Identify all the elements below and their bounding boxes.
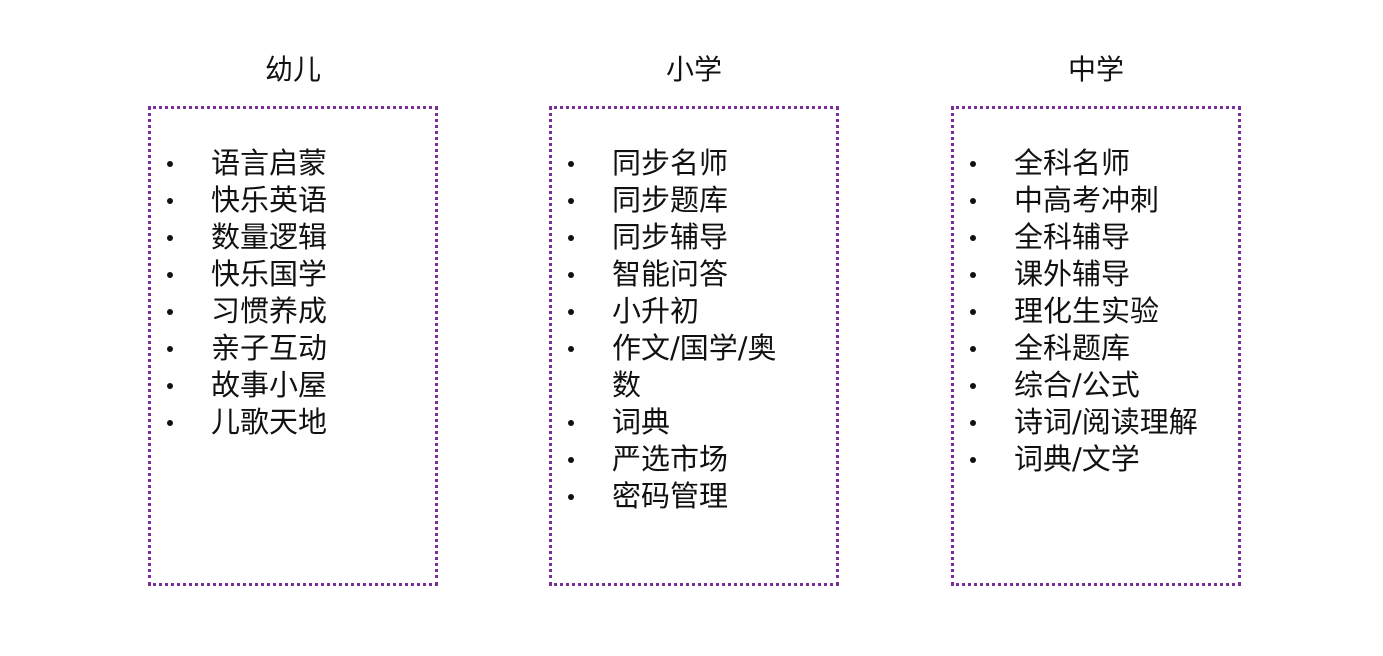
list-item-label: 儿歌天地	[211, 405, 328, 439]
category-box: 全科名师 中高考冲刺 全科辅导 课外辅导 理化生实验 全科题库 综合/公式 诗词…	[951, 106, 1241, 586]
list-item-label: 快乐国学	[211, 257, 328, 291]
item-list: 全科名师 中高考冲刺 全科辅导 课外辅导 理化生实验 全科题库 综合/公式 诗词…	[954, 109, 1238, 478]
bullet-icon	[568, 161, 574, 167]
list-item: 小升初	[552, 293, 836, 330]
column-title: 中学	[1067, 53, 1124, 86]
list-item-label: 词典	[612, 405, 671, 439]
list-item: 课外辅导	[954, 256, 1238, 293]
bullet-icon	[167, 198, 173, 204]
bullet-icon	[568, 309, 574, 315]
bullet-icon	[568, 235, 574, 241]
list-item: 词典	[552, 404, 836, 441]
list-item-label: 诗词/阅读理解	[1014, 405, 1198, 439]
list-item: 同步辅导	[552, 219, 836, 256]
list-item-label: 全科名师	[1014, 146, 1131, 180]
list-item: 快乐英语	[151, 182, 435, 219]
list-item: 习惯养成	[151, 293, 435, 330]
column-title: 小学	[665, 53, 722, 86]
list-item-label: 同步辅导	[612, 220, 729, 254]
list-item-label: 故事小屋	[211, 368, 328, 402]
bullet-icon	[568, 420, 574, 426]
item-list: 同步名师 同步题库 同步辅导 智能问答 小升初 作文/国学/奥数 词典 严选市场…	[552, 109, 836, 515]
bullet-icon	[970, 309, 976, 315]
category-box: 语言启蒙 快乐英语 数量逻辑 快乐国学 习惯养成 亲子互动 故事小屋 儿歌天地	[148, 106, 438, 586]
list-item: 数量逻辑	[151, 219, 435, 256]
bullet-icon	[970, 235, 976, 241]
list-item-label: 作文/国学/奥数	[612, 331, 777, 402]
list-item: 全科辅导	[954, 219, 1238, 256]
list-item-label: 全科辅导	[1014, 220, 1131, 254]
list-item: 全科名师	[954, 145, 1238, 182]
list-item-label: 小升初	[612, 294, 700, 328]
bullet-icon	[167, 420, 173, 426]
list-item: 同步名师	[552, 145, 836, 182]
bullet-icon	[167, 383, 173, 389]
bullet-icon	[970, 420, 976, 426]
bullet-icon	[167, 272, 173, 278]
bullet-icon	[568, 198, 574, 204]
bullet-icon	[970, 272, 976, 278]
list-item: 全科题库	[954, 330, 1238, 367]
category-box: 同步名师 同步题库 同步辅导 智能问答 小升初 作文/国学/奥数 词典 严选市场…	[549, 106, 839, 586]
bullet-icon	[970, 457, 976, 463]
list-item-label: 数量逻辑	[211, 220, 328, 254]
list-item-label: 中高考冲刺	[1014, 183, 1160, 217]
list-item-label: 快乐英语	[211, 183, 328, 217]
column-title: 幼儿	[264, 53, 321, 86]
list-item: 亲子互动	[151, 330, 435, 367]
bullet-icon	[568, 272, 574, 278]
list-item-label: 亲子互动	[211, 331, 328, 365]
list-item: 密码管理	[552, 478, 836, 515]
list-item-label: 语言启蒙	[211, 146, 328, 180]
list-item: 语言启蒙	[151, 145, 435, 182]
list-item-label: 同步名师	[612, 146, 729, 180]
list-item: 智能问答	[552, 256, 836, 293]
list-item: 同步题库	[552, 182, 836, 219]
bullet-icon	[970, 161, 976, 167]
list-item-label: 密码管理	[612, 479, 729, 513]
bullet-icon	[568, 494, 574, 500]
item-list: 语言启蒙 快乐英语 数量逻辑 快乐国学 习惯养成 亲子互动 故事小屋 儿歌天地	[151, 109, 435, 441]
list-item-label: 综合/公式	[1014, 368, 1140, 402]
list-item: 诗词/阅读理解	[954, 404, 1238, 441]
list-item: 严选市场	[552, 441, 836, 478]
list-item: 故事小屋	[151, 367, 435, 404]
list-item-label: 严选市场	[612, 442, 729, 476]
list-item: 中高考冲刺	[954, 182, 1238, 219]
bullet-icon	[167, 161, 173, 167]
list-item: 词典/文学	[954, 441, 1238, 478]
list-item: 综合/公式	[954, 367, 1238, 404]
list-item: 儿歌天地	[151, 404, 435, 441]
list-item: 理化生实验	[954, 293, 1238, 330]
bullet-icon	[568, 346, 574, 352]
bullet-icon	[568, 457, 574, 463]
bullet-icon	[970, 383, 976, 389]
list-item-label: 理化生实验	[1014, 294, 1160, 328]
bullet-icon	[167, 309, 173, 315]
list-item-label: 词典/文学	[1014, 442, 1140, 476]
bullet-icon	[970, 346, 976, 352]
list-item: 作文/国学/奥数	[552, 330, 836, 404]
bullet-icon	[970, 198, 976, 204]
list-item-label: 全科题库	[1014, 331, 1131, 365]
list-item-label: 同步题库	[612, 183, 729, 217]
bullet-icon	[167, 235, 173, 241]
list-item-label: 习惯养成	[211, 294, 328, 328]
list-item-label: 智能问答	[612, 257, 729, 291]
list-item-label: 课外辅导	[1014, 257, 1131, 291]
list-item: 快乐国学	[151, 256, 435, 293]
bullet-icon	[167, 346, 173, 352]
